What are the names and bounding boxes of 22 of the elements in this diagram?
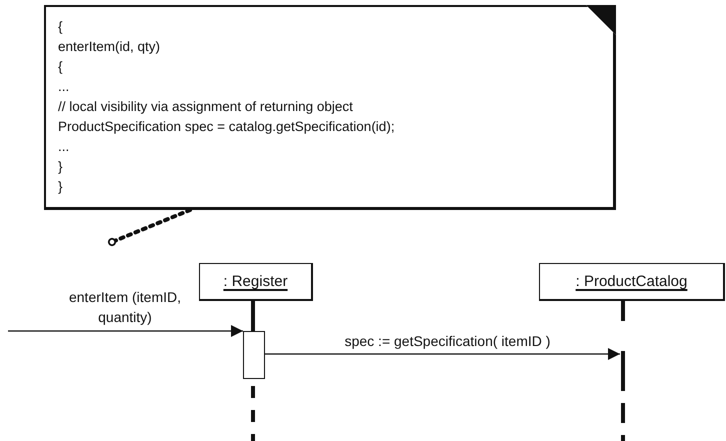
- code-line: ...: [58, 78, 70, 96]
- code-line: {: [58, 18, 64, 36]
- code-line: }: [58, 178, 64, 196]
- lifeline: [251, 301, 255, 331]
- object-box: [199, 263, 313, 301]
- code-line: // local visibility via assignment of returning object: [58, 98, 354, 116]
- object-name: : ProductCatalog: [576, 273, 688, 290]
- object-box: [539, 263, 725, 301]
- message-arrow: [265, 348, 620, 360]
- edge-label: enterItem (itemID, quantity): [68, 288, 182, 327]
- edge-label: spec := getSpecification( itemID ): [344, 332, 552, 351]
- code-line: }: [58, 158, 64, 176]
- code-line: enterItem(id, qty): [58, 38, 162, 56]
- message-arrow: [8, 325, 243, 337]
- code-line: {: [58, 58, 64, 76]
- code-line: ProductSpecification spec = catalog.getSpecification(id);: [58, 118, 396, 136]
- code-line: ...: [58, 138, 70, 156]
- note-anchor-line: [108, 208, 192, 246]
- object-name: : Register: [223, 273, 288, 290]
- note: [44, 5, 616, 210]
- activation-bar: [243, 331, 265, 379]
- lifeline: [620, 301, 626, 441]
